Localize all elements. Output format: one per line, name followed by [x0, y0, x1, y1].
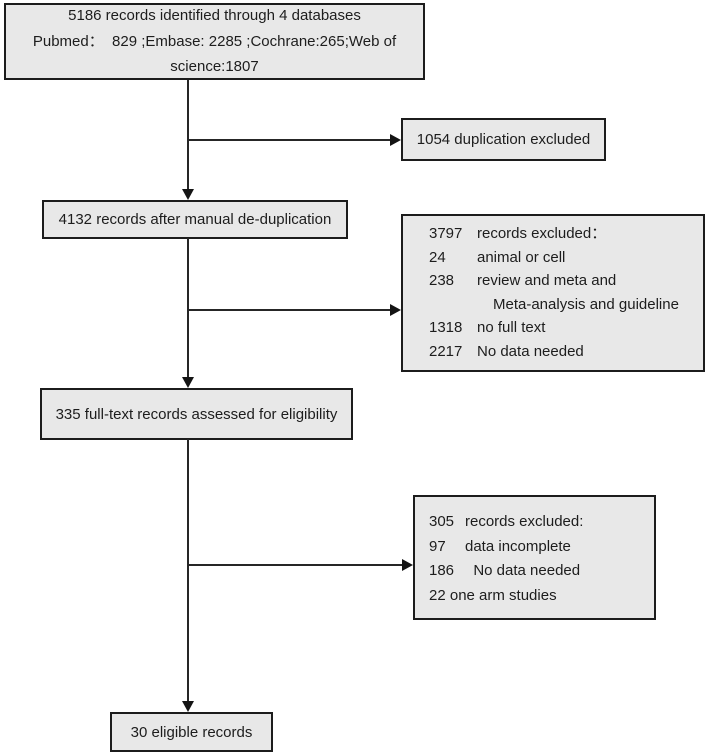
arrow-right-icon: [390, 134, 401, 146]
excluded-count: 1318: [429, 319, 463, 336]
arrow-right-icon: [390, 304, 401, 316]
eligible-records-box: 30 eligible records: [110, 712, 273, 752]
excluded-reason: No data needed: [477, 342, 584, 360]
connector-fulltext-to-eligible: [187, 439, 189, 704]
excluded-count: 186: [429, 562, 455, 579]
excluded-reason: data incomplete: [465, 537, 571, 555]
excluded-count: 97: [429, 537, 446, 555]
excluded-row: 186 No data needed: [429, 559, 648, 584]
duplication-excluded-box: 1054 duplication excluded: [401, 118, 606, 161]
excluded-count: 24: [429, 248, 446, 266]
excluded-reason: animal or cell: [477, 248, 566, 266]
arrow-down-icon: [182, 189, 194, 200]
excluded-count: 238: [429, 272, 455, 289]
connector-branch-fulltext-excluded: [187, 564, 404, 566]
excluded-row: 1318 no full text: [429, 316, 697, 340]
after-deduplication-label: 4132 records after manual de-duplication: [58, 211, 332, 228]
excluded-row: 305 records excluded:: [429, 510, 648, 535]
excluded-row: 22 one arm studies: [429, 586, 557, 604]
identification-line-3: science:1807: [170, 58, 259, 76]
connector-branch-duplication: [187, 139, 392, 141]
arrow-down-icon: [182, 701, 194, 712]
fulltext-assessed-label: 335 full-text records assessed for eligi…: [55, 405, 338, 423]
excluded-count: 3797: [429, 225, 463, 242]
excluded-row: 3797 records excluded：: [429, 222, 697, 246]
identification-box: 5186 records identified through 4 databa…: [4, 3, 425, 80]
connector-identification-to-dedup: [187, 80, 189, 192]
arrow-down-icon: [182, 377, 194, 388]
excluded-reason: records excluded:: [465, 513, 584, 530]
excluded-reason: No data needed: [465, 562, 581, 579]
excluded-reason-continuation: Meta-analysis and guideline: [493, 295, 679, 313]
excluded-row: 2217 No data needed: [429, 340, 697, 364]
excluded-row: 24 animal or cell: [429, 246, 697, 270]
fulltext-excluded-box: 305 records excluded: 97 data incomplete…: [413, 495, 656, 620]
identification-line-1: 5186 records identified through 4 databa…: [68, 7, 361, 25]
excluded-row: 238 review and meta and: [429, 269, 697, 293]
eligible-records-label: 30 eligible records: [130, 723, 253, 741]
records-excluded-box: 3797 records excluded： 24 animal or cell…: [401, 214, 705, 372]
after-deduplication-box: 4132 records after manual de-duplication: [42, 200, 348, 239]
excluded-reason: records excluded：: [477, 225, 607, 242]
excluded-count: 305: [429, 513, 455, 530]
fulltext-assessed-box: 335 full-text records assessed for eligi…: [40, 388, 353, 440]
arrow-right-icon: [402, 559, 413, 571]
duplication-excluded-label: 1054 duplication excluded: [416, 131, 591, 148]
excluded-row: 97 data incomplete: [429, 535, 648, 560]
identification-line-2: Pubmed： 829 ;Embase: 2285 ;Cochrane:265;…: [32, 32, 397, 50]
excluded-reason: review and meta and: [477, 272, 617, 289]
excluded-reason: no full text: [477, 319, 546, 336]
connector-branch-records-excluded: [187, 309, 392, 311]
excluded-count: 2217: [429, 342, 463, 360]
